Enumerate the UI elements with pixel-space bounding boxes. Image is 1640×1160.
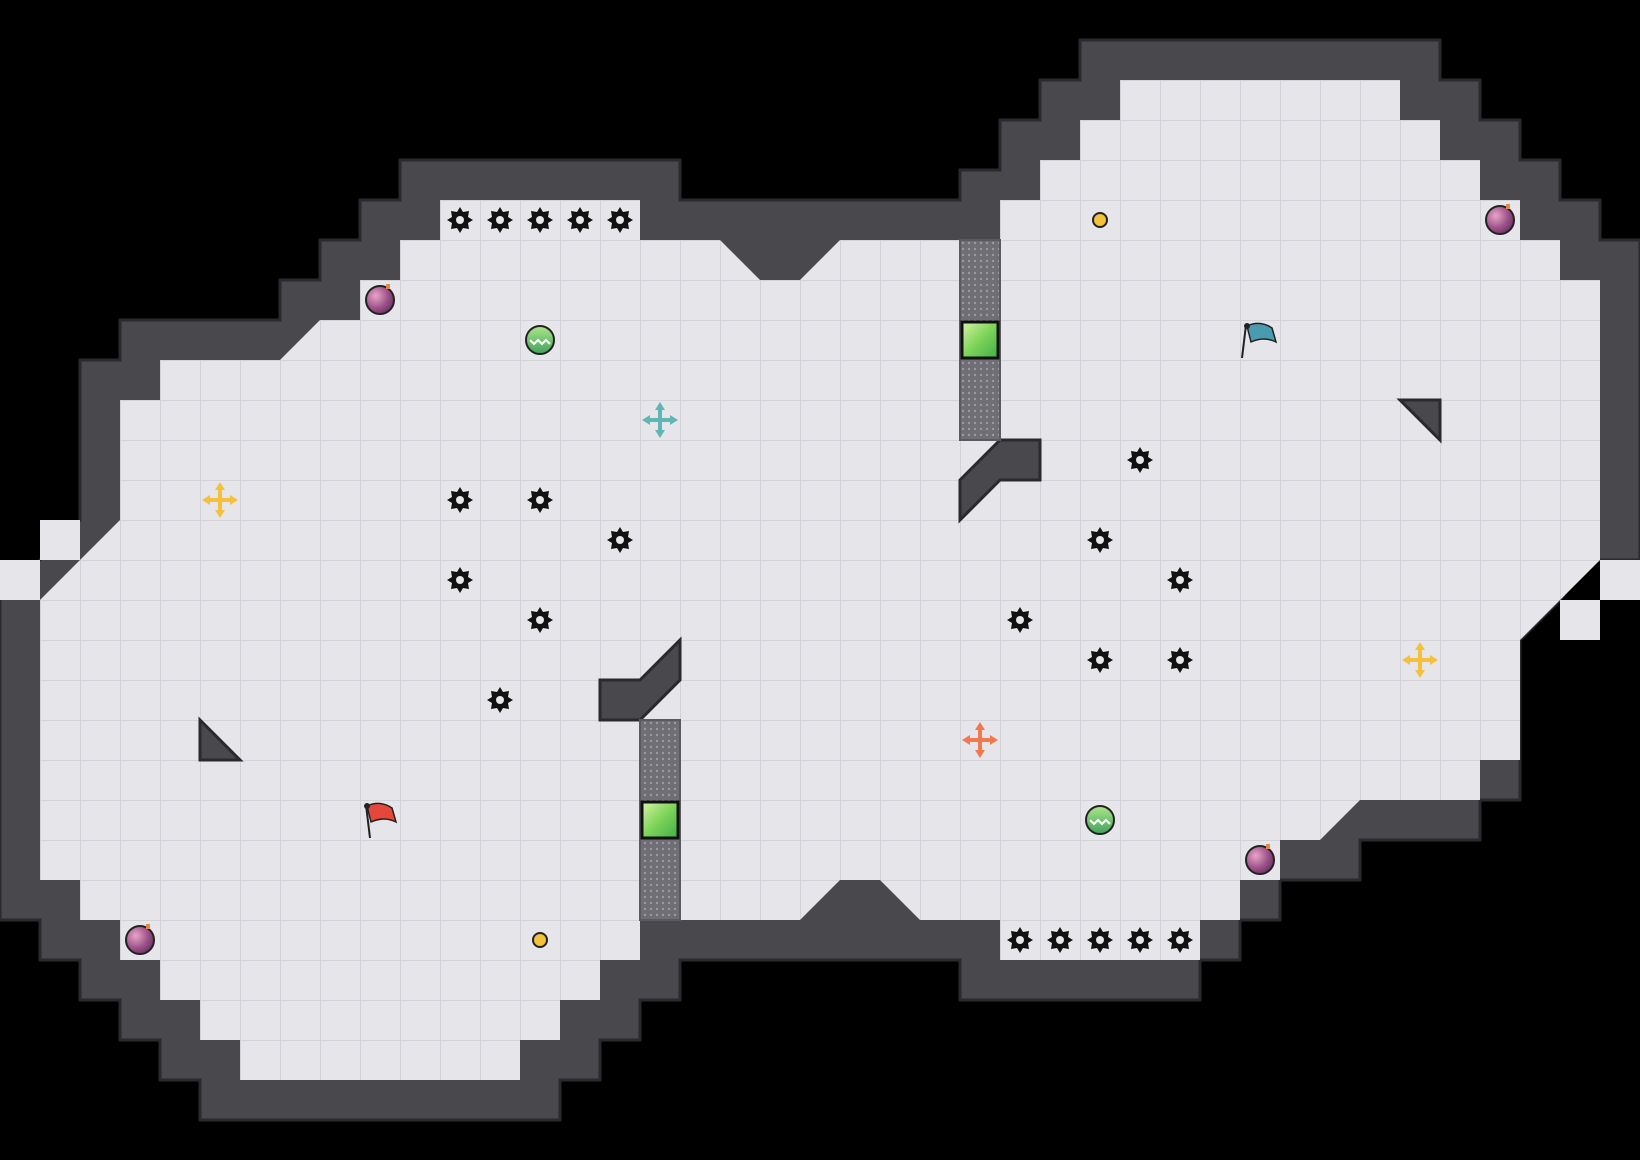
coin-icon[interactable] [1092,212,1108,228]
bomb-icon[interactable] [1485,204,1515,235]
gem-orb-icon[interactable] [525,325,555,355]
red-player-flag[interactable] [364,802,398,839]
crystal-block[interactable] [960,320,1000,360]
move-arrows-icon[interactable] [1402,642,1438,678]
bomb-icon[interactable] [125,924,155,955]
move-arrows-icon[interactable] [202,482,238,518]
interior-walls [198,398,1442,762]
edge-tile [1560,600,1600,640]
move-arrows-icon[interactable] [642,402,678,438]
blue-player-flag[interactable] [1241,322,1278,359]
corner-wedge [198,716,244,762]
edge-tile [40,520,80,560]
move-arrows-icon[interactable] [962,722,998,758]
edge-tile [0,560,40,600]
corner-wedge [1396,398,1442,444]
coin-icon[interactable] [532,932,548,948]
ramp-wall [598,636,682,722]
left-room-floor [40,80,1600,1080]
bomb-icon[interactable] [365,284,395,315]
crystal-block[interactable] [640,800,680,840]
gem-orb-icon[interactable] [1085,805,1115,835]
bomb-icon[interactable] [1245,844,1275,875]
edge-tile [1600,560,1640,600]
